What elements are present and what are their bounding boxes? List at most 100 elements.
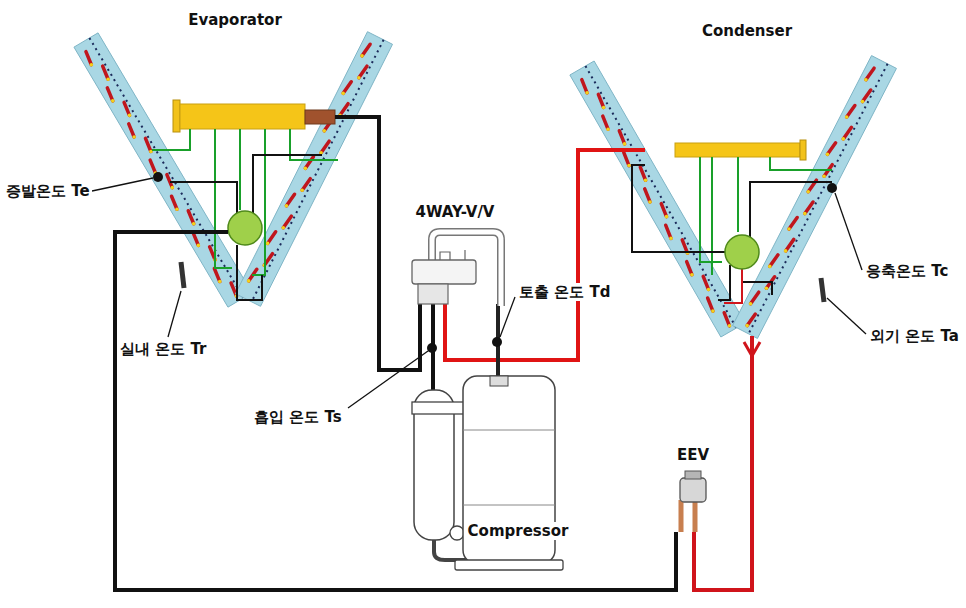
coil-bend (111, 99, 115, 103)
bracket (412, 402, 464, 414)
coil-tube (286, 194, 294, 206)
fitting (450, 526, 464, 540)
seam (463, 430, 555, 505)
part-label: 실내 온도 Tr (118, 340, 208, 358)
coil-tube (343, 82, 351, 94)
coil-bend (690, 273, 694, 277)
coil-bend (864, 78, 868, 82)
coil-tube (661, 204, 666, 217)
flow-arrow (744, 342, 760, 356)
coil-tube (751, 292, 759, 304)
branch-tube (170, 155, 322, 300)
coil-tube (302, 179, 310, 191)
coil-bend (90, 63, 94, 67)
coil-bend (360, 54, 364, 58)
coil-fin (733, 56, 897, 339)
coil-tube (193, 232, 198, 245)
coil-dots (749, 64, 888, 334)
liquid-tube (724, 268, 742, 303)
coil-bend (304, 167, 308, 171)
eev-body (680, 478, 706, 502)
coil-bend (218, 280, 222, 284)
sensor-dot (427, 343, 437, 353)
leader-line (348, 351, 428, 408)
coil-bend (803, 212, 807, 216)
part-label: 흡입 온도 Ts (252, 408, 344, 426)
coil-tube (172, 196, 177, 209)
suction-pipe (335, 117, 420, 370)
part-label: Condenser (700, 22, 794, 40)
coil-tube (789, 218, 797, 230)
eev-cap (685, 471, 701, 479)
coil-tube (843, 127, 851, 139)
coil-tube (666, 225, 671, 238)
coil-tube (582, 80, 587, 93)
discharge-pipe (445, 150, 645, 360)
coil-bend (341, 92, 345, 96)
coil-bend (806, 190, 810, 194)
coil-bend (822, 174, 826, 178)
coil-fin (235, 32, 392, 307)
coil-tube (107, 88, 112, 101)
coil-bend (247, 279, 251, 283)
capillary-tube (700, 157, 832, 275)
coil-tube (359, 66, 367, 78)
coil-tube (340, 104, 348, 116)
coil-tube (847, 105, 855, 117)
part-label: 증발온도 Te (4, 182, 92, 200)
branch-tube (632, 165, 832, 300)
coil-bend (132, 135, 136, 139)
coil-tube (863, 90, 871, 102)
part-label: EEV (675, 446, 711, 464)
coil-bend (745, 324, 749, 328)
air-sensor (181, 262, 184, 288)
part-label: 외기 온도 Ta (868, 327, 961, 345)
part-label: 응축온도 Tc (864, 262, 950, 280)
sensor-dot (492, 337, 502, 347)
condenser-header (675, 143, 800, 157)
coil-tube (321, 141, 329, 153)
coil-bend (765, 286, 769, 290)
coil-tube (362, 44, 370, 56)
coil-bend (357, 76, 361, 80)
coil-bend (841, 137, 845, 141)
coil-bend (826, 153, 830, 157)
coil-bend (602, 106, 606, 110)
coil-group (74, 32, 896, 339)
coil-bend (585, 91, 589, 95)
coil-tube (283, 216, 291, 228)
coil-bend (665, 215, 669, 219)
header-cap (173, 100, 180, 132)
coil-bend (768, 265, 772, 269)
coil-bend (606, 127, 610, 131)
coil-bend (648, 200, 652, 204)
coil-bend (749, 302, 753, 306)
air-sensor (821, 278, 824, 302)
eev-tube (681, 500, 695, 532)
coil-tube (645, 189, 650, 202)
coil-dots (89, 38, 243, 298)
coil-tube (150, 160, 155, 173)
coil-tube (770, 255, 778, 267)
coil-bend (192, 222, 196, 226)
liquid-pipe (115, 232, 676, 590)
coil-bend (170, 186, 174, 190)
part-label: 토출 온도 Td (517, 283, 612, 301)
capillary-tube (152, 129, 338, 275)
coil-bend (845, 115, 849, 119)
coil-bend (784, 249, 788, 253)
coil-tube (268, 232, 276, 244)
coil-bend (197, 244, 201, 248)
coil-bend (711, 309, 715, 313)
coil-tube (86, 52, 91, 65)
coil-tube (145, 138, 150, 151)
accumulator-pipe (434, 540, 466, 560)
leader-line (835, 193, 862, 270)
leader-line (168, 291, 181, 337)
header-cap (800, 140, 806, 160)
coil-bend (175, 207, 179, 211)
coil-tube (724, 313, 729, 326)
coil-tube (805, 202, 813, 214)
